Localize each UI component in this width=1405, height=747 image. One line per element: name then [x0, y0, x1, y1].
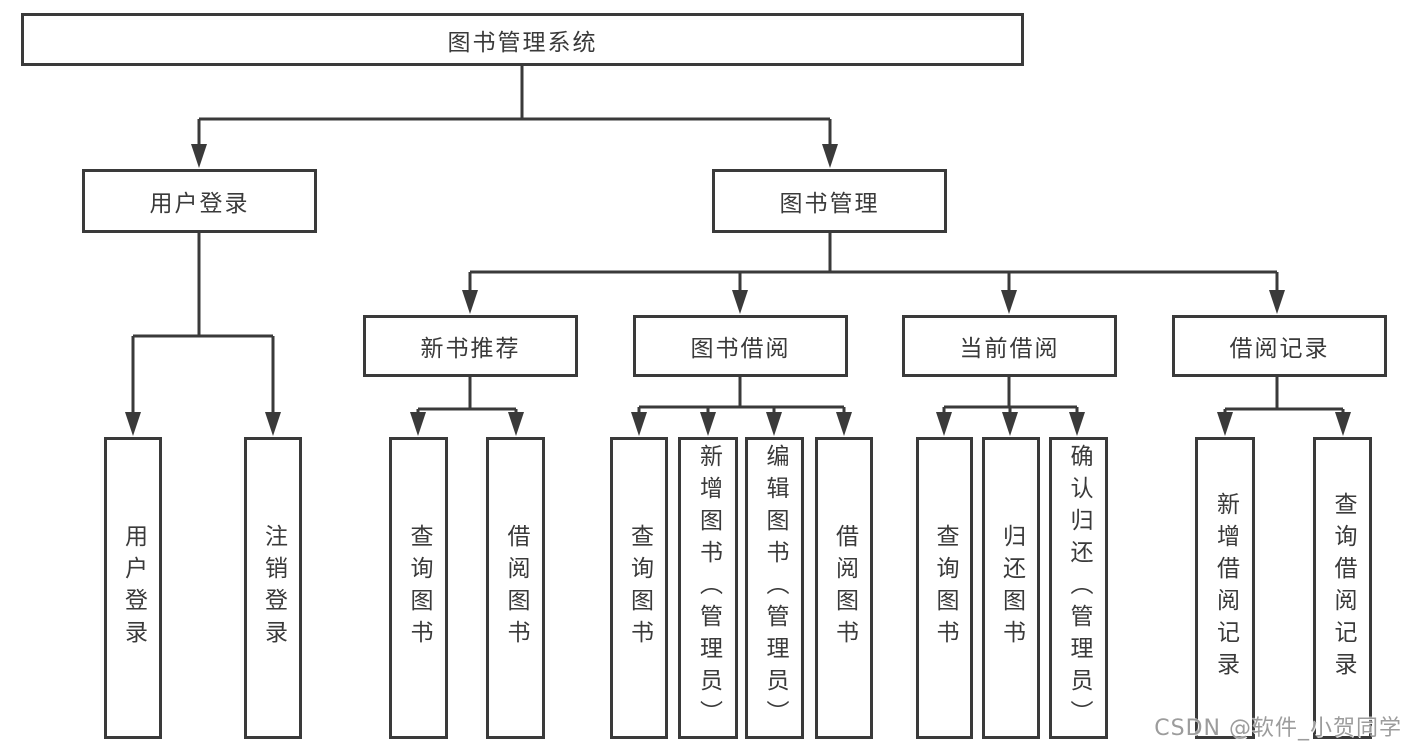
leaf-edit-books-admin: 编辑图书（管理员） — [745, 437, 804, 739]
leaf-label: 借阅图书 — [503, 524, 529, 652]
leaf-label: 用户登录 — [120, 524, 147, 652]
leaf-label: 归还图书 — [998, 524, 1025, 652]
node-current-borrow: 当前借阅 — [902, 315, 1117, 377]
node-borrow-records: 借阅记录 — [1172, 315, 1387, 377]
leaf-query-books-current: 查询图书 — [916, 437, 973, 739]
leaf-add-borrow-record: 新增借阅记录 — [1195, 437, 1255, 739]
leaf-label: 查询图书 — [626, 524, 653, 652]
leaf-query-books-recommend: 查询图书 — [389, 437, 448, 739]
watermark: CSDN @软件_小贺同学 — [1154, 716, 1402, 741]
leaf-label: 借阅图书 — [831, 524, 858, 652]
leaf-label: 查询图书 — [406, 524, 432, 652]
leaf-confirm-return-admin: 确认归还（管理员） — [1049, 437, 1108, 739]
leaf-query-borrow-record: 查询借阅记录 — [1313, 437, 1372, 739]
leaf-user-login: 用户登录 — [104, 437, 162, 739]
node-book-borrow: 图书借阅 — [633, 315, 848, 377]
leaf-label: 查询图书 — [932, 524, 958, 652]
leaf-borrow-books-recommend: 借阅图书 — [486, 437, 545, 739]
leaf-label: 查询借阅记录 — [1330, 492, 1356, 684]
leaf-label: 编辑图书（管理员） — [762, 444, 788, 732]
leaf-add-books-admin: 新增图书（管理员） — [678, 437, 738, 739]
leaf-label: 新增图书（管理员） — [695, 444, 722, 732]
leaf-label: 新增借阅记录 — [1212, 492, 1239, 684]
leaf-return-books: 归还图书 — [982, 437, 1040, 739]
leaf-borrow-books: 借阅图书 — [815, 437, 873, 739]
leaf-logout-login: 注销登录 — [244, 437, 302, 739]
leaf-label: 确认归还（管理员） — [1066, 444, 1092, 732]
leaf-query-books-borrow: 查询图书 — [610, 437, 668, 739]
node-new-book-recommend: 新书推荐 — [363, 315, 578, 377]
node-book-management: 图书管理 — [712, 169, 947, 233]
node-user-login: 用户登录 — [82, 169, 317, 233]
node-library-system: 图书管理系统 — [21, 13, 1024, 66]
leaf-label: 注销登录 — [260, 524, 287, 652]
